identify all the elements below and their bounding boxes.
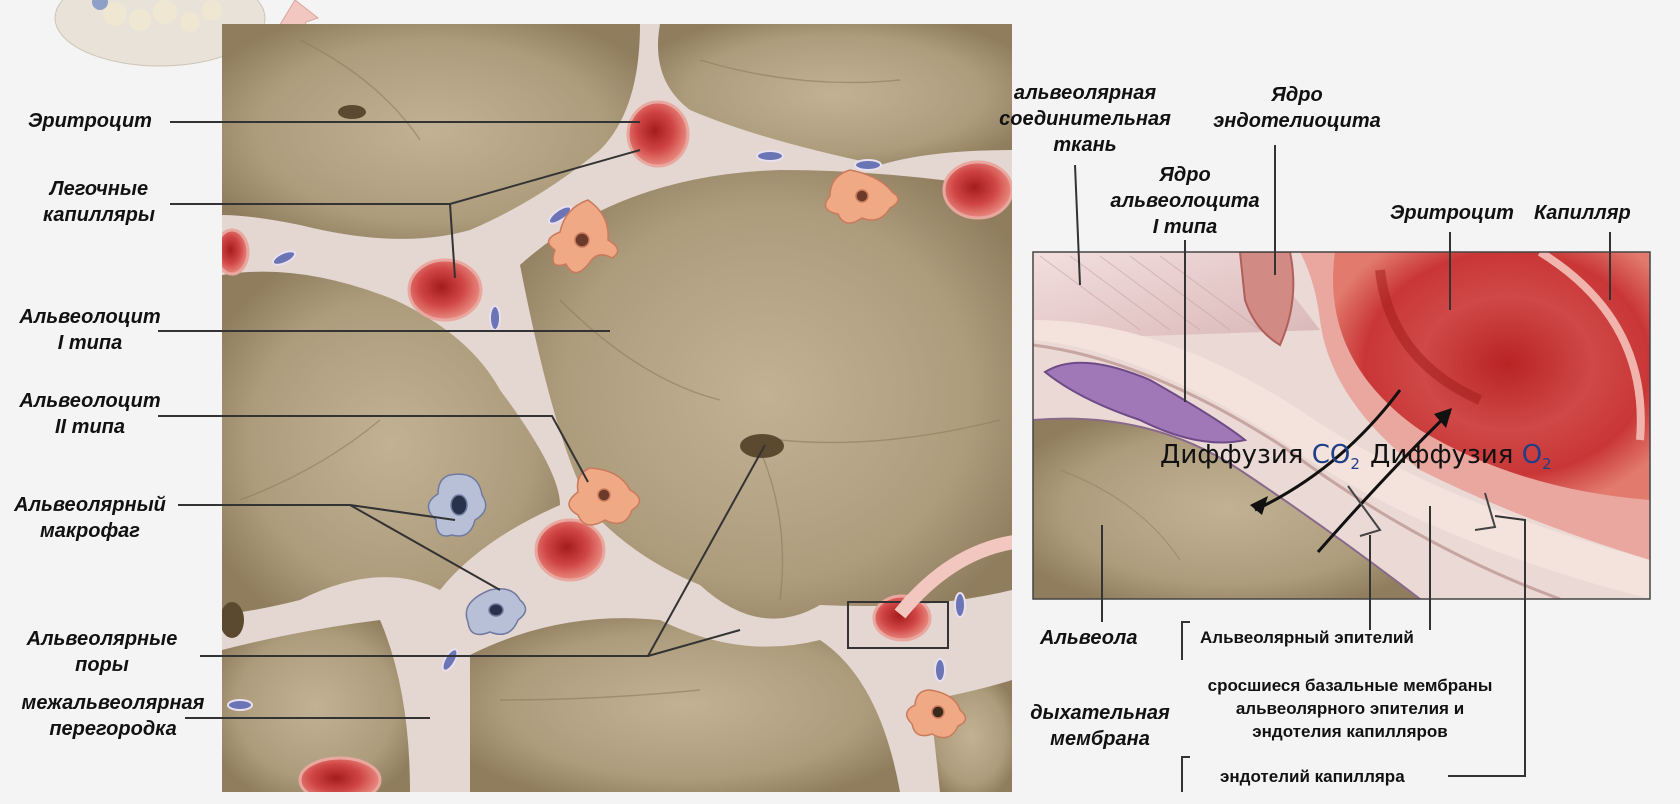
label-endotheliocyte-nucleus: Ядро эндотелиоцита (1212, 82, 1382, 134)
label-alv-nucleus-line1: Ядро (1159, 164, 1211, 186)
label-alv-nucleus-line3: I типа (1152, 216, 1218, 238)
label-basal-line2: альвеолярного эпителия и (1235, 699, 1465, 718)
label-interalveolar-septum: межальвеолярная перегородка (8, 690, 218, 742)
label-alveolar-pores-line2: поры (75, 654, 129, 676)
label-lung-capillaries-line1: Легочные (49, 178, 149, 200)
label-alveolocyte-type1: Альвеолоцит I типа (10, 304, 170, 356)
label-alveolar-pores: Альвеолярные поры (12, 626, 192, 678)
label-alv-nucleus-line2: альвеолоцита (1110, 190, 1260, 212)
label-erythrocyte-right: Эритроцит (1390, 202, 1514, 224)
diffusion-co2-subscript: 2 (1350, 455, 1360, 474)
label-capillary: Капилляр (1534, 202, 1631, 224)
label-connective-line1: альвеолярная (1013, 82, 1157, 104)
label-alveolocyte-type2-line1: Альвеолоцит (19, 390, 161, 412)
label-lung-capillaries: Легочные капилляры (24, 176, 174, 228)
label-alveolocyte-type1-line2: I типа (57, 332, 123, 354)
label-erythrocyte-left: Эритроцит (28, 110, 152, 132)
label-basal-line1: сросшиеся базальные мембраны (1207, 676, 1493, 695)
label-interalveolar-septum-line2: перегородка (49, 718, 177, 740)
label-alveolocyte-type2-line2: II типа (54, 416, 125, 438)
label-connective-line2: соединительная (999, 108, 1171, 130)
label-diffusion-o2: Диффузия O2 (1370, 440, 1552, 473)
label-alveolar-epithelium: Альвеолярный эпителий (1200, 628, 1414, 647)
label-alveolar-macrophage-line1: Альвеолярный (14, 494, 166, 516)
label-alveolar-macrophage-line2: макрофаг (40, 520, 140, 542)
label-resp-membrane-line2: мембрана (1050, 728, 1150, 750)
label-endo-nucleus-line2: эндотелиоцита (1213, 110, 1381, 132)
label-alveolar-connective-tissue: альвеолярная соединительная ткань (985, 80, 1185, 158)
diffusion-o2-prefix: Диффузия (1370, 440, 1514, 470)
label-basal-line3: эндотелия капилляров (1252, 722, 1448, 741)
diffusion-o2-subscript: 2 (1542, 455, 1552, 474)
label-fused-basal-membranes: сросшиеся базальные мембраны альвеолярно… (1185, 674, 1515, 743)
diffusion-co2-prefix: Диффузия (1160, 440, 1304, 470)
label-respiratory-membrane: дыхательная мембрана (1015, 700, 1185, 752)
label-connective-line3: ткань (1053, 134, 1117, 156)
lung-thumbnail (54, 0, 266, 67)
label-alveolocyte-nucleus: Ядро альвеолоцита I типа (1095, 162, 1275, 240)
label-endo-nucleus-line1: Ядро (1271, 84, 1323, 106)
inset-panel (1033, 252, 1650, 599)
label-interalveolar-septum-line1: межальвеолярная (21, 692, 205, 714)
label-alveolocyte-type2: Альвеолоцит II типа (10, 388, 170, 440)
label-alveolar-pores-line1: Альвеолярные (26, 628, 178, 650)
left-panel (222, 24, 1012, 792)
label-capillary-endothelium: эндотелий капилляра (1220, 767, 1405, 786)
diffusion-o2-gas: O (1521, 440, 1543, 470)
label-resp-membrane-line1: дыхательная (1030, 702, 1170, 724)
label-diffusion-co2: Диффузия CO2 (1160, 440, 1360, 473)
label-alveolar-macrophage: Альвеолярный макрофаг (2, 492, 178, 544)
label-alveolocyte-type1-line1: Альвеолоцит (19, 306, 161, 328)
label-lung-capillaries-line2: капилляры (43, 204, 155, 226)
leader-lines (158, 121, 1611, 792)
label-alveola: Альвеола (1040, 627, 1138, 649)
diffusion-co2-gas: CO (1311, 440, 1351, 470)
